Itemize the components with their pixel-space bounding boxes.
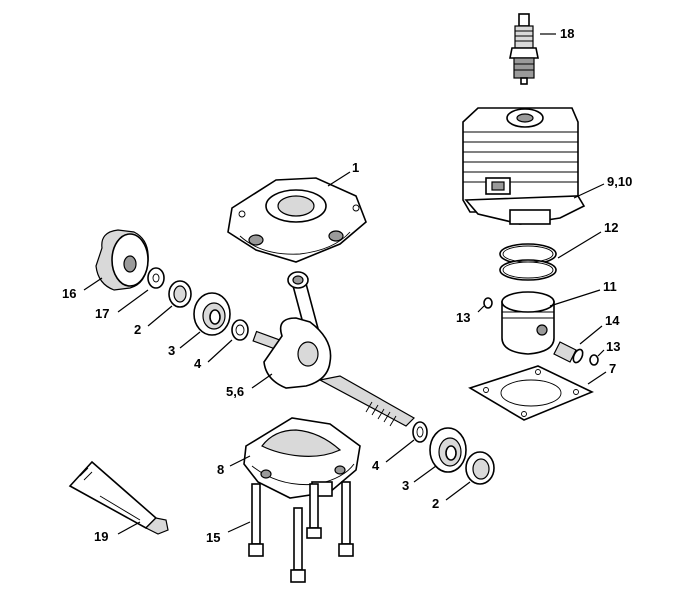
circlip-left <box>483 297 493 309</box>
leader-1 <box>327 171 351 187</box>
lower-crankcase <box>243 417 361 499</box>
leader-4-left <box>207 339 233 363</box>
leader-9-10 <box>573 183 605 199</box>
piston <box>501 291 555 355</box>
callout-2-right: 2 <box>432 496 439 511</box>
leader-2-left <box>147 305 173 327</box>
leader-11 <box>549 289 601 307</box>
callout-4-right: 4 <box>372 458 380 473</box>
oil-seal-left <box>168 280 192 308</box>
callout-12: 12 <box>604 220 618 235</box>
crankcase-screws <box>248 481 354 583</box>
leader-16 <box>83 277 103 291</box>
callout-5-6: 5,6 <box>226 384 244 399</box>
callout-13-left: 13 <box>456 310 470 325</box>
grease-tube <box>68 460 169 535</box>
leader-2-right <box>445 481 471 501</box>
callout-13-right: 13 <box>606 339 620 354</box>
callout-15: 15 <box>206 530 220 545</box>
callout-18: 18 <box>560 26 574 41</box>
callout-11: 11 <box>603 279 617 294</box>
leader-7 <box>587 371 607 385</box>
leader-19 <box>117 521 141 535</box>
callout-1: 1 <box>352 160 359 175</box>
spark-plug <box>509 13 539 85</box>
callout-14: 14 <box>605 313 620 328</box>
upper-crankcase <box>227 177 367 263</box>
cylinder-gasket <box>468 365 594 421</box>
leader-13-left <box>477 305 485 313</box>
callout-3-right: 3 <box>402 478 409 493</box>
ball-bearing-left <box>193 292 231 336</box>
leader-17 <box>117 289 149 313</box>
callout-2-left: 2 <box>134 322 141 337</box>
piston-rings <box>499 243 557 281</box>
circlip-right <box>589 354 599 366</box>
leader-15 <box>227 521 251 533</box>
flywheel <box>95 229 149 291</box>
shim-right <box>412 421 428 443</box>
callout-16: 16 <box>62 286 76 301</box>
callout-4-left: 4 <box>194 356 202 371</box>
callout-8: 8 <box>217 462 224 477</box>
leader-3-right <box>413 465 437 483</box>
flywheel-washer <box>147 267 165 289</box>
leader-12 <box>557 231 602 259</box>
ball-bearing-right <box>429 427 467 473</box>
leader-5-6 <box>251 373 273 389</box>
callout-19: 19 <box>94 529 108 544</box>
piston-pin <box>553 341 584 364</box>
leader-14 <box>579 325 603 345</box>
callout-3-left: 3 <box>168 343 175 358</box>
leader-4-right <box>385 439 415 463</box>
cylinder <box>462 107 586 225</box>
leader-13-right <box>597 349 605 357</box>
callout-9-10: 9,10 <box>607 174 632 189</box>
crankshaft-and-connecting-rod <box>252 271 415 427</box>
leader-8 <box>229 455 251 467</box>
callout-17: 17 <box>95 306 109 321</box>
callout-7: 7 <box>609 361 616 376</box>
shim-left <box>231 319 249 341</box>
leader-3-left <box>179 331 201 349</box>
oil-seal-right <box>465 451 495 485</box>
